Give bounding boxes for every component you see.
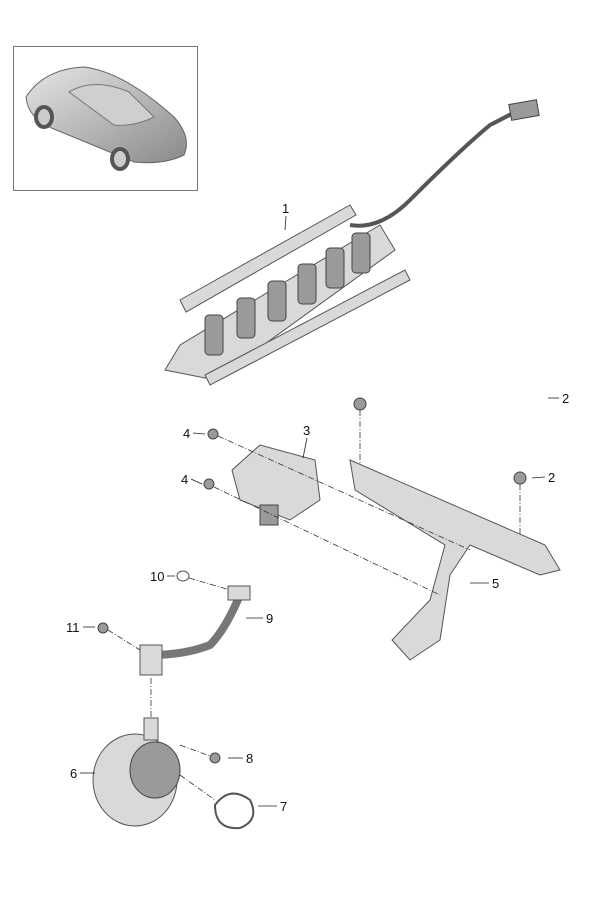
part-1-valve-block	[164, 99, 540, 386]
callout-label-3[interactable]: 3	[303, 423, 310, 438]
part-9-vacuum-pipe	[139, 585, 251, 720]
callout-leader-line	[302, 437, 308, 459]
callout-label-11[interactable]: 11	[66, 620, 80, 635]
callout-leader-line	[284, 215, 287, 231]
part-2-bolt	[353, 397, 367, 470]
callout-label-4b[interactable]: 4	[181, 472, 188, 487]
callout-label-8[interactable]: 8	[246, 751, 253, 766]
part-4-screw	[207, 428, 471, 551]
part-5-bracket	[349, 459, 561, 661]
callout-label-5[interactable]: 5	[492, 576, 499, 591]
callout-label-6[interactable]: 6	[70, 766, 77, 781]
part-7-gasket	[179, 774, 255, 830]
callout-label-7[interactable]: 7	[280, 799, 287, 814]
part-11-bolt	[97, 622, 141, 651]
part-2-bolt	[513, 471, 527, 545]
part-8-screw	[179, 744, 221, 764]
callout-leader-line	[531, 476, 546, 479]
callout-leader-line	[192, 432, 206, 435]
part-6-vacuum-pump	[92, 717, 181, 827]
callout-label-2b[interactable]: 2	[548, 470, 555, 485]
vehicle-inset-image	[13, 46, 198, 191]
callout-label-9[interactable]: 9	[266, 611, 273, 626]
callout-label-1[interactable]: 1	[282, 201, 289, 216]
car-icon	[25, 66, 187, 171]
part-3-solenoid-valve	[231, 444, 321, 526]
callout-leader-line	[190, 478, 203, 485]
part-4-screw	[203, 478, 441, 596]
callout-label-2a[interactable]: 2	[562, 391, 569, 406]
callout-label-10[interactable]: 10	[150, 569, 164, 584]
callout-label-4a[interactable]: 4	[183, 426, 190, 441]
part-10-o-ring	[176, 570, 231, 591]
